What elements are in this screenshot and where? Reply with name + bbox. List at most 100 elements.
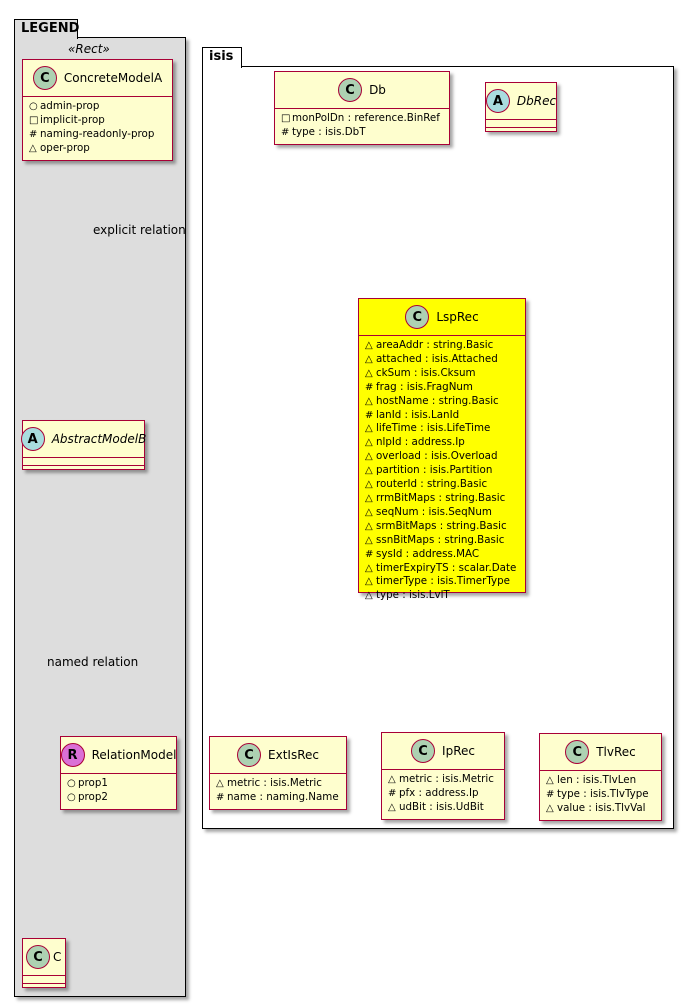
visibility-icon: △ <box>365 353 373 365</box>
attribute-row: #frag : isis.FragNum <box>365 381 519 395</box>
attribute-row: △metric : isis.Metric <box>388 773 498 787</box>
attribute-text: pfx : address.Ip <box>399 786 479 799</box>
class-relation-model[interactable]: R RelationModel ○prop1 ○prop2 <box>60 736 177 810</box>
class-name: AbstractModelB <box>51 432 147 446</box>
class-concrete-model-a[interactable]: C ConcreteModelA ○admin-prop □implicit-p… <box>22 59 173 161</box>
attribute-row: △seqNum : isis.SeqNum <box>365 506 519 520</box>
visibility-icon: # <box>281 126 290 138</box>
attribute-text: frag : isis.FragNum <box>376 380 473 393</box>
visibility-icon: △ <box>365 492 373 504</box>
visibility-icon: △ <box>365 465 373 477</box>
relation-spot-icon: R <box>60 743 85 767</box>
class-spot-icon: C <box>26 945 50 969</box>
attribute-text: len : isis.TlvLen <box>557 774 637 786</box>
visibility-icon: # <box>365 409 374 421</box>
visibility-icon: △ <box>365 437 373 449</box>
attribute-row: □implicit-prop <box>29 114 166 128</box>
attribute-text: attached : isis.Attached <box>376 352 498 365</box>
attribute-row: △type : isis.LvlT <box>365 589 519 603</box>
attribute-text: nlpId : address.Ip <box>376 436 465 449</box>
named-relation-label: named relation <box>47 655 139 669</box>
attribute-row: #pfx : address.Ip <box>388 787 498 801</box>
class-name: LspRec <box>436 310 479 324</box>
class-spot-icon: C <box>237 743 262 767</box>
attribute-text: metric : isis.Metric <box>399 773 494 785</box>
attribute-text: naming-readonly-prop <box>40 127 155 140</box>
class-spot-icon: C <box>32 66 57 90</box>
attribute-text: ssnBitMaps : string.Basic <box>376 533 505 546</box>
visibility-icon: △ <box>365 506 373 518</box>
class-tlv-rec[interactable]: C TlvRec △len : isis.TlvLen #type : isis… <box>539 733 662 821</box>
class-name: IpRec <box>442 744 475 758</box>
attribute-text: admin-prop <box>40 100 100 112</box>
visibility-icon: ○ <box>29 101 38 112</box>
attribute-row: #type : isis.TlvType <box>546 788 655 802</box>
attribute-row: △nlpId : address.Ip <box>365 436 519 450</box>
visibility-icon: △ <box>365 395 373 407</box>
visibility-icon: ○ <box>67 791 76 803</box>
attribute-row: △ssnBitMaps : string.Basic <box>365 534 519 548</box>
attribute-text: routerId : string.Basic <box>376 478 488 491</box>
attribute-text: monPolDn : reference.BinRef <box>292 112 440 124</box>
attribute-text: timerExpiryTS : scalar.Date <box>376 561 517 574</box>
attribute-row: □monPolDn : reference.BinRef <box>281 112 443 126</box>
class-abstract-model-b[interactable]: A AbstractModelB <box>20 420 147 470</box>
class-spot-icon: C <box>411 739 436 763</box>
attribute-row: △udBit : isis.UdBit <box>388 801 498 815</box>
visibility-icon: △ <box>365 367 373 379</box>
visibility-icon: △ <box>388 801 396 813</box>
class-name: C <box>53 950 62 964</box>
class-name: ConcreteModelA <box>63 71 163 85</box>
attribute-text: overload : isis.Overload <box>376 450 498 463</box>
attribute-row: #sysId : address.MAC <box>365 548 519 562</box>
attribute-row: △timerExpiryTS : scalar.Date <box>365 562 519 576</box>
abstract-spot-icon: A <box>485 89 510 113</box>
class-spot-icon: C <box>405 305 430 329</box>
class-name: DbRec <box>516 94 557 108</box>
attribute-row: △areaAddr : string.Basic <box>365 339 519 353</box>
visibility-icon: △ <box>388 774 396 785</box>
class-c[interactable]: C C <box>22 938 66 988</box>
attribute-row: #naming-readonly-prop <box>29 128 166 142</box>
class-name: TlvRec <box>596 745 636 759</box>
class-ext-is-rec[interactable]: C ExtIsRec △metric : isis.Metric #name :… <box>209 736 347 810</box>
visibility-icon: △ <box>365 520 373 532</box>
visibility-icon: △ <box>546 775 554 786</box>
visibility-icon: # <box>388 787 397 799</box>
visibility-icon: △ <box>365 479 373 491</box>
attribute-text: sysId : address.MAC <box>376 547 480 560</box>
class-ip-rec[interactable]: C IpRec △metric : isis.Metric #pfx : add… <box>381 732 505 820</box>
visibility-icon: △ <box>365 340 373 351</box>
visibility-icon: # <box>365 548 374 560</box>
visibility-icon: △ <box>546 802 554 814</box>
visibility-icon: # <box>546 788 555 800</box>
attribute-text: lifeTime : isis.LifeTime <box>376 422 491 435</box>
attribute-row: △srmBitMaps : string.Basic <box>365 520 519 534</box>
attribute-row: △oper-prop <box>29 142 166 156</box>
visibility-icon: # <box>29 128 38 140</box>
attribute-text: udBit : isis.UdBit <box>399 800 484 813</box>
legend-stereotype: «Rect» <box>68 42 110 56</box>
class-name: ExtIsRec <box>268 748 319 762</box>
visibility-icon: □ <box>29 114 39 126</box>
class-name: RelationModel <box>91 748 177 762</box>
attribute-text: oper-prop <box>40 141 90 154</box>
class-db-rec[interactable]: A DbRec <box>485 82 557 132</box>
abstract-spot-icon: A <box>20 427 45 451</box>
attribute-text: name : naming.Name <box>227 790 339 803</box>
visibility-icon: △ <box>365 534 373 546</box>
class-lsp-rec[interactable]: C LspRec △areaAddr : string.Basic △attac… <box>358 298 526 601</box>
visibility-icon: ○ <box>67 778 76 789</box>
attribute-row: #lanId : isis.LanId <box>365 409 519 423</box>
visibility-icon: △ <box>365 576 373 588</box>
class-db[interactable]: C Db □monPolDn : reference.BinRef #type … <box>274 71 450 145</box>
attribute-row: △ckSum : isis.Cksum <box>365 367 519 381</box>
legend-package <box>14 37 186 997</box>
attribute-row: #name : naming.Name <box>216 791 340 805</box>
attribute-row: △overload : isis.Overload <box>365 450 519 464</box>
attribute-row: △routerId : string.Basic <box>365 478 519 492</box>
legend-package-tab: LEGEND <box>14 19 79 39</box>
attribute-text: seqNum : isis.SeqNum <box>376 505 492 518</box>
class-name: Db <box>369 83 386 97</box>
attribute-text: timerType : isis.TimerType <box>376 575 510 588</box>
